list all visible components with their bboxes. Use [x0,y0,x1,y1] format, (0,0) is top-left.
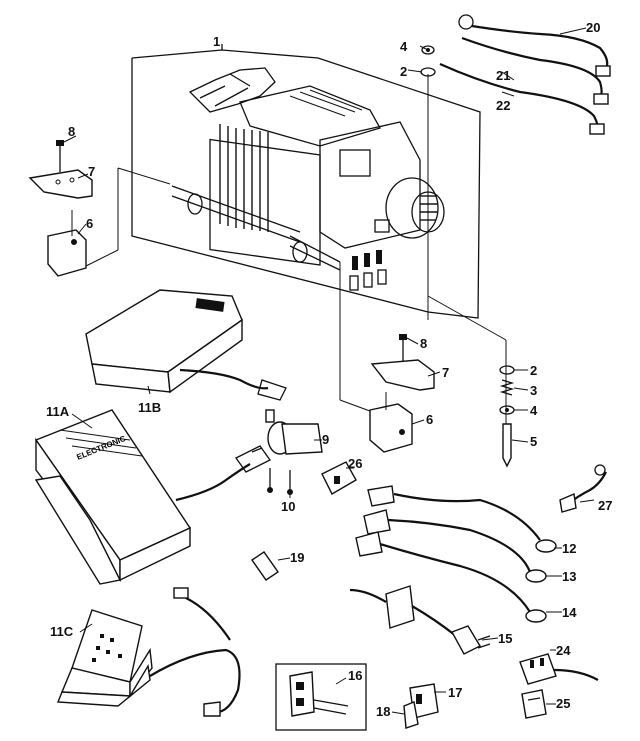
label-4-top: 4 [400,39,408,54]
label-11a: 11A [46,404,70,419]
label-2-top: 2 [400,64,407,79]
lead-wire-13-icon [363,509,547,583]
foot-control-electronic-icon: ELECTRONIC [34,409,271,585]
label-6-right: 6 [426,412,433,427]
switch-26-icon [321,461,357,495]
lead-wire-12-icon [367,485,557,553]
label-17: 17 [448,685,462,700]
screws-capacitor-icon [267,468,293,495]
label-1: 1 [213,34,220,49]
terminal-block-icon [275,663,367,731]
label-19: 19 [290,550,304,565]
label-11b: 11B [138,400,161,415]
label-5: 5 [530,434,537,449]
capacitor-icon [251,409,323,455]
bracket-left-icon [28,169,93,199]
lead-wire-14-icon [355,531,547,623]
bracket-right-icon [370,359,435,391]
spring-icon [499,379,515,396]
label-15: 15 [498,631,512,646]
label-27: 27 [598,498,612,513]
carbon-brush-icon [502,423,512,468]
foot-control-c-icon [56,587,241,717]
label-12: 12 [562,541,576,556]
label-7-right: 7 [442,365,449,380]
lead-wire-22-icon [439,62,605,135]
label-14: 14 [562,605,577,620]
label-10: 10 [281,499,295,514]
label-3: 3 [530,383,537,398]
brush-holder-right-icon [369,392,413,453]
foot-control-b-icon [85,289,287,401]
brush-holder-left-icon [47,210,87,277]
screw-left-icon [56,140,64,172]
label-9: 9 [322,432,329,447]
washer-lower-icon [499,405,515,415]
label-11c: 11C [50,624,74,639]
label-18: 18 [376,704,390,719]
plug-24-icon [519,653,599,685]
label-7-left: 7 [88,164,95,179]
motor-assembly-outline [131,44,481,319]
spacer-lower-icon [499,365,515,375]
connector-18-icon [403,701,419,729]
label-8-left: 8 [68,124,75,139]
lead-wire-27-icon [559,464,607,513]
label-24: 24 [556,643,571,658]
label-6-left: 6 [86,216,93,231]
label-21: 21 [496,68,510,83]
label-8-right: 8 [420,336,427,351]
label-16: 16 [348,668,362,683]
wire-nut-icon [251,551,279,581]
label-2-lower: 2 [530,363,537,378]
lead-wire-21-icon [461,36,609,105]
label-25: 25 [556,696,570,711]
lead-wire-20-icon [458,14,611,77]
label-4-lower: 4 [530,403,538,418]
label-26: 26 [348,456,362,471]
label-20: 20 [586,20,600,35]
plug-25-icon [521,689,547,719]
label-22: 22 [496,98,510,113]
label-13: 13 [562,569,576,584]
power-cord-15-icon [349,585,491,655]
